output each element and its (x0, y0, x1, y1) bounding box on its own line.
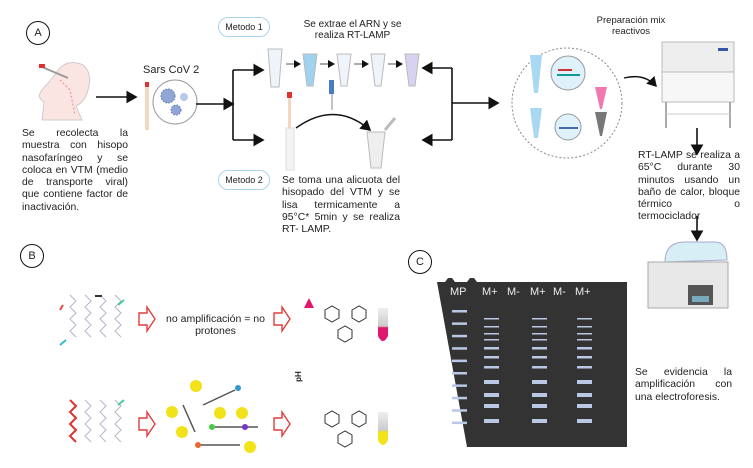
gel-band (484, 404, 499, 408)
sample-collection-text: Se recolecta la muestra con hisopo nasof… (22, 128, 128, 213)
rna-extraction-tubes (267, 48, 420, 110)
panel-label-b: B (20, 244, 44, 268)
gel-band (484, 366, 499, 369)
dna-strands-no-amplification (59, 294, 125, 346)
panel-label-a: A (26, 21, 50, 45)
red-arrows (138, 304, 291, 439)
gel-band (532, 339, 547, 341)
lane-label: M+ (530, 286, 546, 298)
rt-lamp-text: RT-LAMP se realiza a 65°C durante 30 min… (638, 150, 740, 223)
gel-band (452, 359, 467, 363)
electrophoresis-text: Se evidencia la amplificación con una el… (635, 367, 732, 403)
lane-label: M+ (575, 286, 591, 298)
gel-band (577, 318, 592, 320)
lane-label: M+ (482, 286, 498, 298)
gel-band (532, 380, 547, 384)
gel-band (577, 326, 592, 328)
gel-band (484, 339, 499, 341)
nasal-swab-head-illustration (38, 62, 91, 121)
method-1-badge: Metodo 1 (218, 17, 270, 37)
gel-band (484, 347, 499, 350)
gel-band (577, 393, 592, 397)
dna-strands-amplification (68, 399, 125, 443)
gel-band (484, 333, 499, 335)
gel-band (577, 356, 592, 359)
gel-band (577, 404, 592, 408)
gel-band (452, 334, 467, 338)
gel-band (484, 326, 499, 328)
gel-band (532, 347, 547, 350)
gel-band (452, 396, 467, 400)
phenol-red-molecule (324, 305, 367, 448)
water-bath-icon (647, 241, 729, 309)
gel-band (532, 356, 547, 359)
gel-band (452, 347, 467, 350)
gel-band (484, 380, 499, 384)
gel-band (532, 333, 547, 335)
gel-band (532, 366, 547, 369)
gel-band (532, 419, 547, 423)
panel-label-c: C (408, 250, 432, 274)
gel-band (452, 322, 467, 325)
method-2-text: Se toma una alicuota del hisopado del VT… (282, 175, 400, 236)
reagent-mix-illustration (511, 47, 657, 159)
biosafety-cabinet-icon (661, 41, 735, 128)
gel-band (577, 339, 592, 341)
gel-band (577, 419, 592, 423)
lane-label: MP (450, 286, 467, 298)
mix-preparation-label: Preparación mix reactivos (596, 15, 666, 37)
gel-band (532, 393, 547, 397)
gel-band (452, 409, 467, 412)
gel-band (484, 393, 499, 397)
tube-negative-pink (378, 308, 388, 341)
lamp-products-protons (166, 380, 258, 453)
gel-band (532, 326, 547, 328)
tube-positive-yellow (378, 412, 388, 445)
gel-band (577, 380, 592, 384)
gel-band (484, 356, 499, 359)
virus-sample-icon (145, 79, 198, 130)
virus-label: Sars CoV 2 (143, 64, 200, 76)
gel-band (577, 366, 592, 369)
gel-band (532, 404, 547, 408)
lane-label: M- (507, 286, 520, 298)
electrophoresis-gel (437, 278, 627, 447)
gel-band (577, 333, 592, 335)
method-1-text: Se extrae el ARN y se realiza RT-LAMP (303, 19, 402, 41)
swab-and-tube (285, 92, 397, 171)
method-2-badge: Metodo 2 (218, 170, 270, 190)
gel-band (484, 419, 499, 423)
ph-label: pH (293, 371, 303, 382)
gel-band (452, 421, 467, 425)
gel-band (484, 318, 499, 320)
gel-band (577, 347, 592, 350)
gel-band (532, 318, 547, 320)
gel-band (452, 384, 467, 387)
lane-label: M- (553, 286, 566, 298)
no-amplification-text: no amplificación = no protones (166, 313, 265, 337)
gel-band (452, 310, 467, 313)
gel-band (452, 372, 467, 375)
